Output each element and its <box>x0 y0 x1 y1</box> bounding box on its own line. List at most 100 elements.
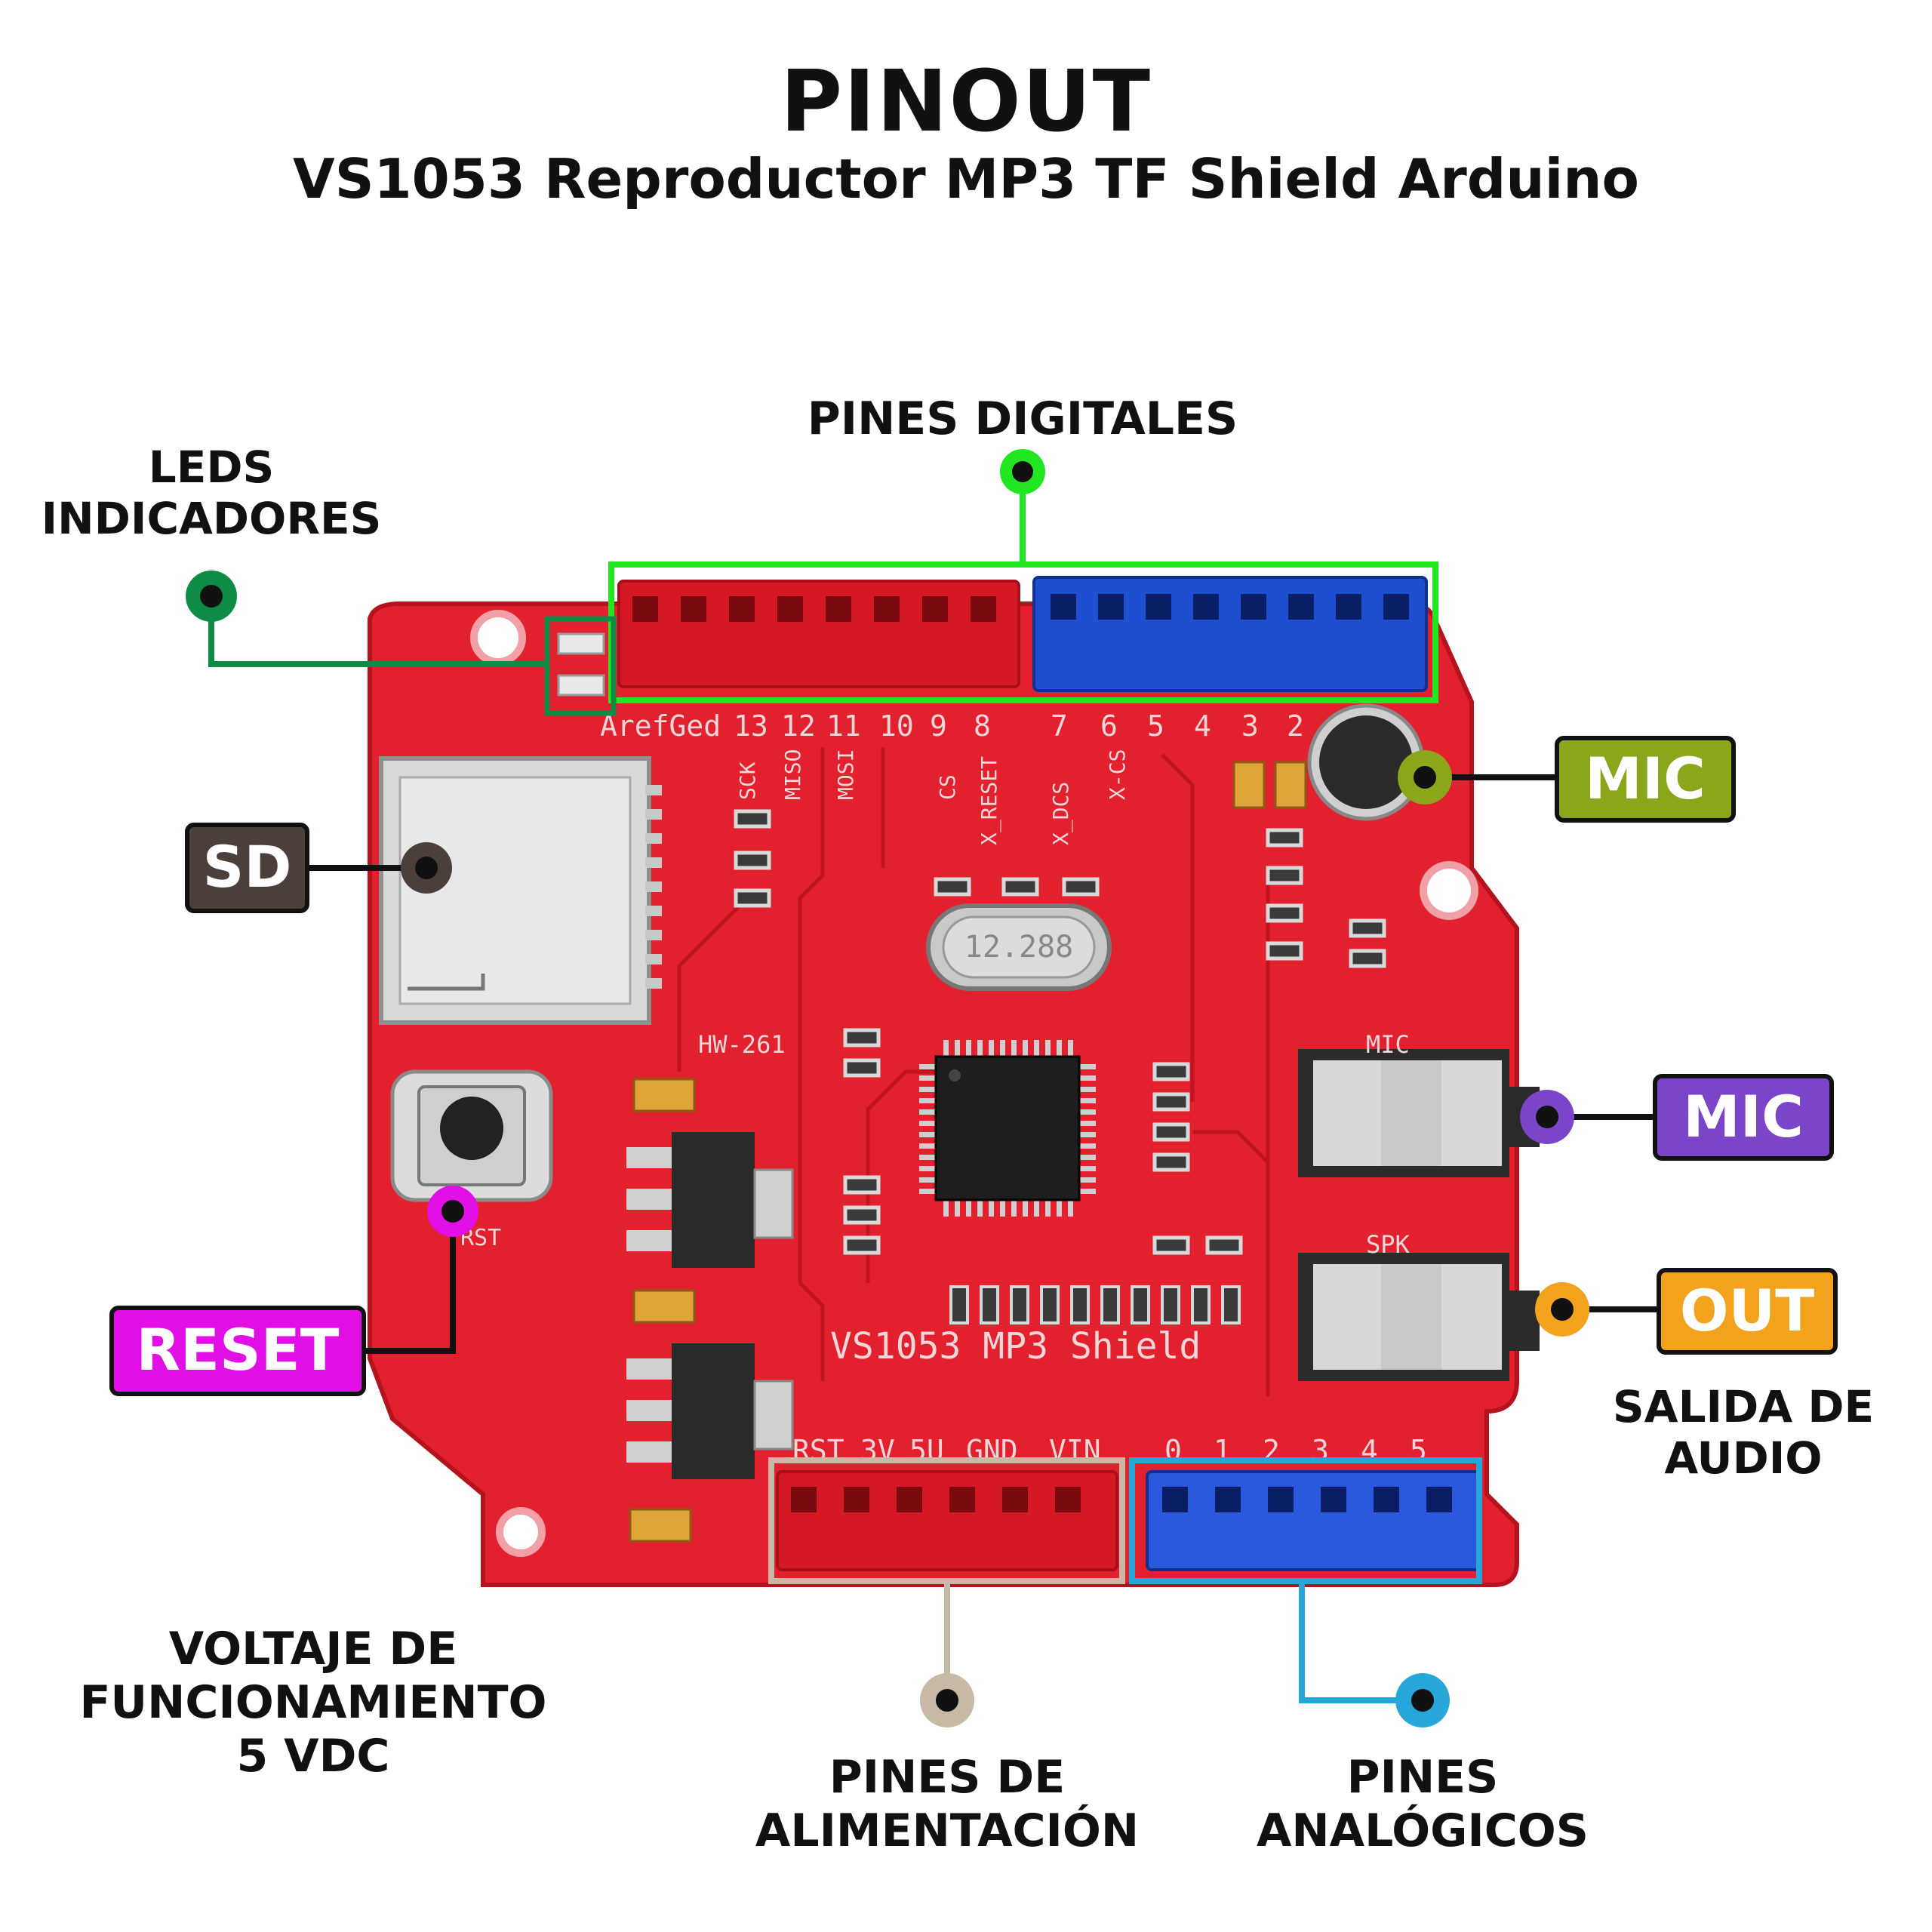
mic-top-tag: MIC <box>1555 736 1736 823</box>
chip-pin-left-7 <box>919 1143 937 1149</box>
mount-hole-3 <box>496 1507 546 1557</box>
digital-silk-1: 13 <box>734 709 768 743</box>
chip-pin-left-6 <box>919 1132 937 1137</box>
smd-part-13 <box>843 1205 881 1225</box>
speaker-jack <box>1298 1253 1540 1381</box>
smd-part-11 <box>1152 1152 1190 1172</box>
chip-pin-left-9 <box>919 1166 937 1171</box>
chip-pin-bottom-3 <box>977 1198 983 1217</box>
smd-part-2 <box>734 888 771 908</box>
chip-pin-top-1 <box>955 1040 960 1058</box>
digital-blue-pin-5 <box>1288 594 1314 620</box>
mic-jack-tag: MIC <box>1653 1074 1834 1161</box>
digital-blue-pin-1 <box>1098 594 1124 620</box>
jack-spk-silk: SPK <box>1366 1230 1411 1259</box>
smd-resistor-1 <box>980 1285 999 1324</box>
spi-silk-6: X-CS <box>1105 749 1130 800</box>
smd-resistor-3 <box>1040 1285 1060 1324</box>
crystal-label: 12.288 <box>964 930 1074 964</box>
chip-pin-left-0 <box>919 1064 937 1069</box>
chip-pin-top-0 <box>943 1040 949 1058</box>
chip-pin-top-8 <box>1034 1040 1039 1058</box>
chip-pin-bottom-2 <box>966 1198 971 1217</box>
chip-pin-bottom-4 <box>989 1198 994 1217</box>
analog-pins-highlight <box>1129 1457 1482 1584</box>
digital-red-pin-3 <box>777 596 803 622</box>
digital-silk-5: 9 <box>930 709 947 743</box>
sd-pad-5 <box>645 906 662 916</box>
smd-part-18 <box>1266 941 1303 961</box>
voltage-regulator-1 <box>626 1132 794 1268</box>
chip-pin-right-0 <box>1078 1064 1096 1069</box>
chip-pin-bottom-10 <box>1057 1198 1062 1217</box>
smd-part-15 <box>1266 828 1303 848</box>
chip-pin-bottom-8 <box>1034 1198 1039 1217</box>
microphone <box>1307 703 1425 821</box>
digital-blue-pin-4 <box>1241 594 1266 620</box>
reset-button <box>390 1069 553 1202</box>
chip-pin-right-11 <box>1078 1189 1096 1194</box>
digital-red-pin-7 <box>971 596 996 622</box>
chip-pin-right-8 <box>1078 1155 1096 1160</box>
page-subtitle: VS1053 Reproductor MP3 TF Shield Arduino <box>292 147 1640 211</box>
digital-silk-9: 5 <box>1147 709 1164 743</box>
digital-silk-3: 11 <box>826 709 861 743</box>
digital-red-pin-6 <box>922 596 948 622</box>
smd-part-5 <box>1062 877 1100 897</box>
chip-pin-left-11 <box>919 1189 937 1194</box>
reset-tag: RESET <box>109 1306 366 1396</box>
sd-pad-7 <box>645 954 662 964</box>
power-pin-2 <box>897 1487 922 1512</box>
spi-silk-4: X_RESET <box>977 756 1002 845</box>
chip-pin-top-2 <box>966 1040 971 1058</box>
analog-pin-1 <box>1215 1487 1241 1512</box>
chip-pin-bottom-7 <box>1023 1198 1028 1217</box>
smd-part-1 <box>734 851 771 870</box>
smd-resistor-8 <box>1191 1285 1211 1324</box>
mic-jack <box>1298 1049 1540 1177</box>
digital-silk-0: ArefGed <box>600 709 721 743</box>
smd-part-3 <box>934 877 971 897</box>
chip-pin-bottom-11 <box>1068 1198 1073 1217</box>
sd-tag: SD <box>185 823 309 913</box>
analog-header <box>1146 1470 1481 1571</box>
smd-part-12 <box>843 1175 881 1195</box>
smd-part-10 <box>1152 1122 1190 1142</box>
digital-red-pin-2 <box>729 596 755 622</box>
chip-pin-left-10 <box>919 1177 937 1183</box>
voltage-label: VOLTAJE DE FUNCIONAMIENTO 5 VDC <box>79 1623 547 1783</box>
digital-silk-4: 10 <box>879 709 914 743</box>
digital-header-blue <box>1032 576 1428 692</box>
chip-pin-right-9 <box>1078 1166 1096 1171</box>
chip-pin-left-5 <box>919 1121 937 1126</box>
power-pin-4 <box>1002 1487 1028 1512</box>
power-pin-1 <box>844 1487 869 1512</box>
smd-part-7 <box>843 1058 881 1078</box>
digital-silk-8: 6 <box>1100 709 1118 743</box>
digital-blue-pin-0 <box>1051 594 1076 620</box>
crystal-oscillator: 12.288 <box>926 903 1112 991</box>
digital-blue-pin-3 <box>1193 594 1219 620</box>
chip-pin-top-4 <box>989 1040 994 1058</box>
digital-blue-pin-2 <box>1146 594 1171 620</box>
smd-part-22 <box>1205 1235 1243 1255</box>
chip-pin-bottom-6 <box>1011 1198 1017 1217</box>
chip-pin-bottom-0 <box>943 1198 949 1217</box>
digital-silk-6: 8 <box>974 709 991 743</box>
leds-label: LEDS INDICADORES <box>41 441 382 545</box>
smd-part-4 <box>1001 877 1039 897</box>
mount-hole-2 <box>1420 861 1478 920</box>
sd-pad-3 <box>645 857 662 868</box>
smd-resistor-4 <box>1070 1285 1090 1324</box>
chip-pin-top-7 <box>1023 1040 1028 1058</box>
smd-resistor-5 <box>1100 1285 1120 1324</box>
smd-part-17 <box>1266 903 1303 923</box>
digital-silk-10: 4 <box>1194 709 1211 743</box>
smd-resistor-2 <box>1010 1285 1029 1324</box>
sd-pad-8 <box>645 978 662 989</box>
chip-pin-top-3 <box>977 1040 983 1058</box>
spi-silk-3: CS <box>935 774 960 800</box>
chip-pin-right-4 <box>1078 1109 1096 1115</box>
